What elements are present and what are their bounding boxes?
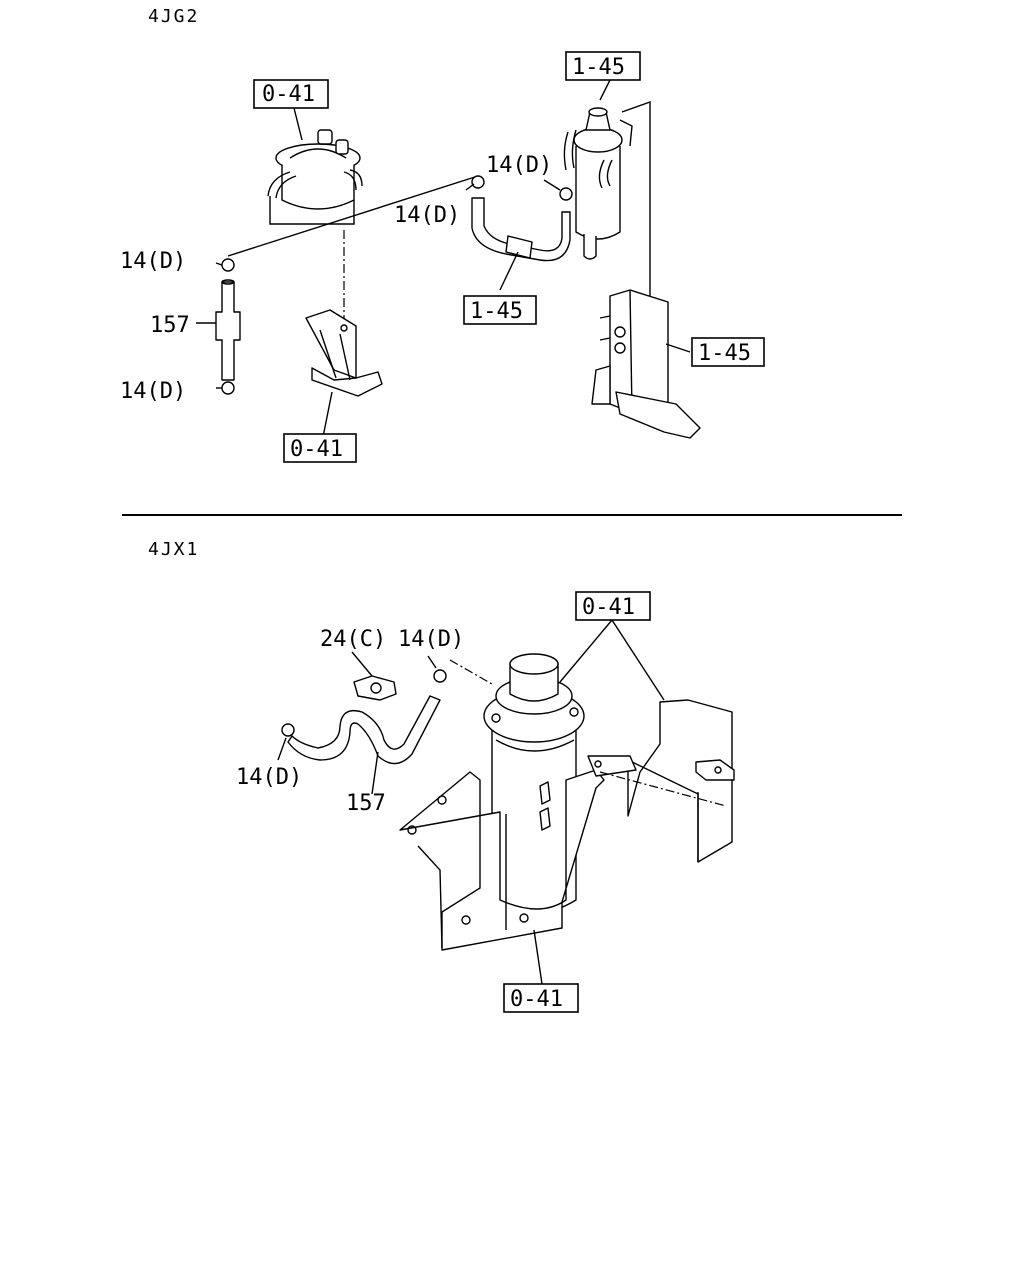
mount-dashline-bottom-b [599,771,727,807]
callout-hose-bottom: 157 [346,791,386,816]
callout-box-hose-1-45 [463,295,537,325]
leader-filter-top [293,107,303,141]
callout-bracket-right: 1-45 [698,341,751,366]
leader-clip-bottom-upper [427,655,437,669]
fuel-filter-top-right [563,107,633,260]
callout-box-bracket-top [283,433,357,463]
bracket-bottom [399,769,605,951]
fuel-filter-assembly-bottom [483,653,585,914]
callout-box-bracket-bottom [503,983,579,1013]
mount-dashline-bottom-a [449,659,493,685]
callout-clip-bottom-lower: 14(D) [236,765,302,790]
callout-hose-top: 157 [150,313,190,338]
leader-hose-bottom [371,751,379,795]
callout-box-filter-right [565,51,641,81]
callout-box-bracket-right [691,337,765,367]
fuel-filter-top-left [267,129,363,210]
clip-left-lower-icon [216,381,235,395]
bracket-top-left [305,309,383,397]
section-title-4jx1: 4JX1 [148,539,199,560]
leader-clip-upper-right [543,179,561,191]
callout-box-filter-top [253,79,329,109]
callout-bracket-top: 0-41 [290,437,343,462]
clip-bottom-upper-icon [433,669,447,683]
clip-upper-right-icon [559,187,573,201]
callout-clip-upper-right: 14(D) [486,153,552,178]
leader-clamp [351,651,373,677]
callout-clip-mid: 14(D) [394,203,460,228]
section-title-4jg2: 4JG2 [148,6,199,27]
hose-157-top [215,279,241,381]
clip-left-upper-icon [215,258,235,272]
clip-bottom-lower-icon [281,723,295,737]
leader-filter-bottom-a [559,619,613,683]
callout-clip-left-upper: 14(D) [120,249,186,274]
leader-filter-right [599,79,611,101]
leader-bracket-bottom [533,929,543,985]
leader-clip-mid [465,183,475,191]
leader-clip-bottom-lower [277,737,287,761]
callout-clip-bottom-upper: 14(D) [398,627,464,652]
clamp-24c-icon [353,675,397,701]
callout-box-filter-bottom [575,591,651,621]
callout-filter-right: 1-45 [572,55,625,80]
leader-filter-to-clip [227,175,479,257]
callout-clamp-bottom: 24(C) [320,627,386,652]
callout-hose-1-45: 1-45 [470,299,523,324]
callout-clip-left-lower: 14(D) [120,379,186,404]
callout-filter-top: 0-41 [262,82,315,107]
callout-filter-bottom: 0-41 [582,595,635,620]
leader-hose-1-45 [499,251,519,291]
leader-filter-bottom-b [611,619,665,701]
shield-bracket-bottom [587,699,735,863]
hose-1-45-top [471,197,571,262]
callout-bracket-bottom: 0-41 [510,987,563,1012]
leader-bracket-right [665,343,691,353]
leader-filter-right-bracket [621,101,651,300]
hose-157-bottom [287,695,441,765]
filter-connect-lines [269,196,355,225]
bracket-top-right [591,289,701,439]
clip-mid-icon [471,175,485,189]
